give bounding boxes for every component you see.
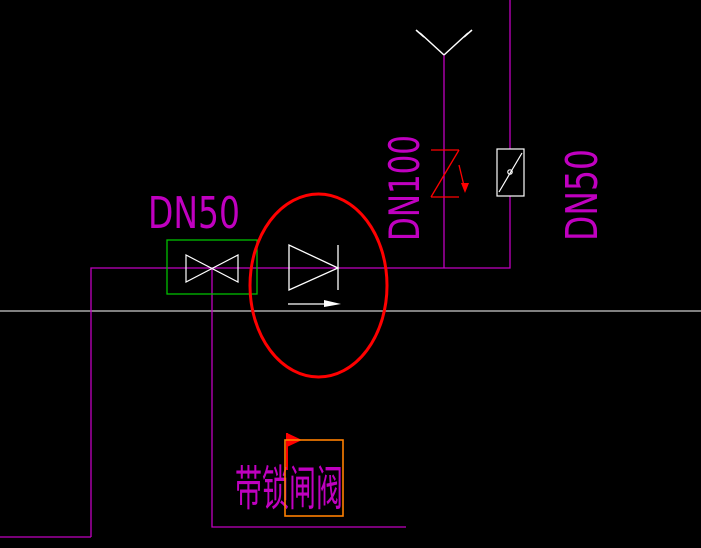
gate-valve-icon <box>185 254 239 283</box>
label-dn50-right: DN50 <box>557 149 608 241</box>
flow-arrow-icon <box>324 300 341 307</box>
flow-direction-symbol <box>288 243 341 307</box>
text-selection-box[interactable] <box>284 439 344 517</box>
vent-cap-icon <box>415 29 473 56</box>
valve-highlight-box <box>166 239 258 295</box>
drop-pipe <box>211 268 406 528</box>
highlight-ellipse <box>248 192 389 379</box>
inline-valve-icon <box>496 148 525 197</box>
label-dn100: DN100 <box>380 135 429 241</box>
label-dn50-left: DN50 <box>148 188 240 239</box>
check-valve-icon <box>430 149 469 198</box>
pipe-network <box>0 0 511 538</box>
main-pipe <box>90 0 511 537</box>
label-lock-valve: 带锁闸阀 <box>235 461 343 517</box>
gate-valve-dn50[interactable] <box>166 239 258 295</box>
